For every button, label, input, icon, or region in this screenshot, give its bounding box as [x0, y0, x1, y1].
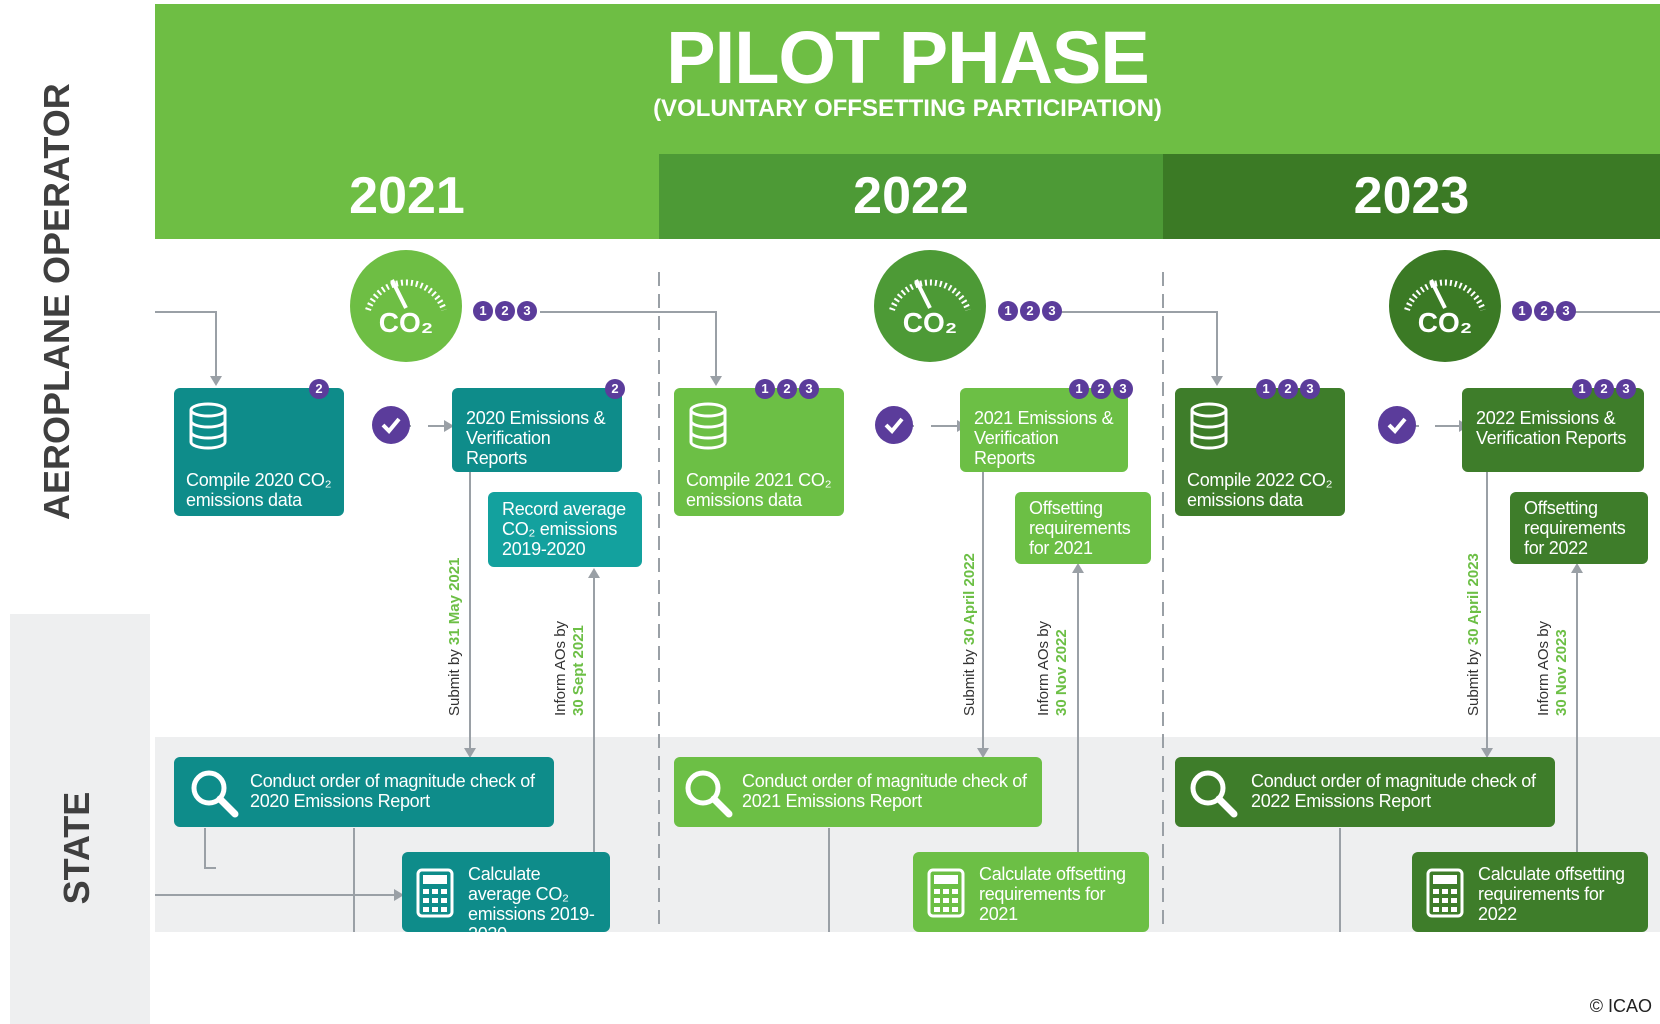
badge-3: 3	[1042, 301, 1062, 321]
calculate-offsetting-2021-box: Calculate offsetting requirements for 20…	[913, 852, 1149, 932]
page-title: PILOT PHASE	[666, 16, 1149, 99]
reports-2022-box: 2022 Emissions & Verification Reports	[1462, 388, 1644, 472]
year-2023: 2023	[1163, 154, 1660, 239]
gauge-dial-icon	[1404, 279, 1486, 312]
copyright: © ICAO	[1589, 996, 1652, 1016]
badge-1: 1	[1256, 379, 1276, 399]
reports-2020-box: 2020 Emissions & Verification Reports	[452, 388, 622, 472]
gauge-co2-label: CO₂	[902, 307, 958, 338]
database-icon	[189, 402, 227, 450]
calculate-offsetting-2021-text: Calculate offsetting requirements for 20…	[979, 864, 1126, 924]
badge-1: 1	[1512, 301, 1532, 321]
search-icon	[1190, 770, 1238, 818]
page-subtitle: (VOLUNTARY OFFSETTING PARTICIPATION)	[653, 95, 1162, 122]
submit-deadline-2022: Submit by 30 April 2022	[961, 553, 978, 716]
badge-1: 1	[473, 301, 493, 321]
badge-1: 1	[998, 301, 1018, 321]
check-icon	[372, 406, 410, 444]
search-icon	[685, 770, 733, 818]
badge-2: 2	[495, 301, 515, 321]
record-average-text: Record average CO₂ emissions 2019-2020	[502, 499, 626, 559]
offsetting-2021-text: Offsetting requirements for 2021	[1029, 498, 1131, 558]
calculate-average-text: Calculate average CO₂ emissions 2019-202…	[468, 864, 595, 944]
record-average-box: Record average CO₂ emissions 2019-2020	[488, 492, 642, 567]
offsetting-2021-box: Offsetting requirements for 2021	[1015, 492, 1151, 564]
badge-3: 3	[517, 301, 537, 321]
badge-3: 3	[799, 379, 819, 399]
magnitude-check-2022-box: Conduct order of magnitude check of 2022…	[1175, 757, 1555, 827]
badge-2: 2	[1534, 301, 1554, 321]
calculate-offsetting-2022-text: Calculate offsetting requirements for 20…	[1478, 864, 1625, 924]
offsetting-2022-box: Offsetting requirements for 2022	[1510, 492, 1648, 564]
badge-1: 1	[755, 379, 775, 399]
gauge-co2-label: CO₂	[1417, 307, 1473, 338]
badge-2: 2	[1594, 379, 1614, 399]
calculator-icon	[1426, 868, 1464, 918]
badge-2: 2	[777, 379, 797, 399]
calculator-icon	[416, 868, 454, 918]
magnitude-check-2021-text: Conduct order of magnitude check of 2021…	[742, 771, 1027, 811]
badge-2: 2	[309, 379, 329, 399]
gauge-dial-icon	[365, 279, 447, 312]
offsetting-2022-text: Offsetting requirements for 2022	[1524, 498, 1626, 558]
badge-3: 3	[1113, 379, 1133, 399]
year-2021: 2021	[155, 154, 659, 239]
check-icon	[875, 406, 913, 444]
calculator-icon	[927, 868, 965, 918]
reports-2022-text: 2022 Emissions & Verification Reports	[1476, 408, 1627, 448]
state-lane-side-bg	[10, 614, 150, 1024]
badge-3: 3	[1300, 379, 1320, 399]
gauge-dial-icon	[889, 279, 971, 312]
database-icon	[689, 402, 727, 450]
badge-1: 1	[1069, 379, 1089, 399]
reports-2020-text: 2020 Emissions & Verification Reports	[466, 408, 606, 468]
badge-2: 2	[1091, 379, 1111, 399]
submit-deadline-2021: Submit by 31 May 2021	[446, 557, 463, 716]
compile-2022-text: Compile 2022 CO₂ emissions data	[1187, 470, 1333, 510]
co2-gauge-2023: CO₂	[1389, 250, 1501, 362]
magnitude-check-2022-text: Conduct order of magnitude check of 2022…	[1251, 771, 1536, 811]
compile-2020-box: Compile 2020 CO₂ emissions data	[174, 388, 344, 516]
search-icon	[191, 770, 239, 818]
badge-1: 1	[1572, 379, 1592, 399]
magnitude-check-2021-box: Conduct order of magnitude check of 2021…	[674, 757, 1042, 827]
compile-2022-box: Compile 2022 CO₂ emissions data	[1175, 388, 1345, 516]
year-2022: 2022	[659, 154, 1163, 239]
calculate-offsetting-2022-box: Calculate offsetting requirements for 20…	[1412, 852, 1648, 932]
co2-gauge-2021: CO₂	[350, 250, 462, 362]
submit-deadline-2023: Submit by 30 April 2023	[1465, 553, 1482, 716]
calculate-average-box: Calculate average CO₂ emissions 2019-202…	[402, 852, 610, 944]
compile-2020-text: Compile 2020 CO₂ emissions data	[186, 470, 332, 510]
badge-3: 3	[1616, 379, 1636, 399]
gauge-co2-label: CO₂	[378, 307, 434, 338]
header-banner	[155, 4, 1660, 154]
compile-2021-text: Compile 2021 CO₂ emissions data	[686, 470, 832, 510]
badge-2: 2	[1020, 301, 1040, 321]
reports-2021-text: 2021 Emissions & Verification Reports	[974, 408, 1114, 468]
check-icon	[1378, 406, 1416, 444]
badge-2: 2	[1278, 379, 1298, 399]
database-icon	[1190, 402, 1228, 450]
magnitude-check-2020-text: Conduct order of magnitude check of 2020…	[250, 771, 535, 811]
reports-2021-box: 2021 Emissions & Verification Reports	[960, 388, 1128, 472]
co2-gauge-2022: CO₂	[874, 250, 986, 362]
compile-2021-box: Compile 2021 CO₂ emissions data	[674, 388, 844, 516]
badge-2: 2	[605, 379, 625, 399]
magnitude-check-2020-box: Conduct order of magnitude check of 2020…	[174, 757, 554, 827]
badge-3: 3	[1556, 301, 1576, 321]
